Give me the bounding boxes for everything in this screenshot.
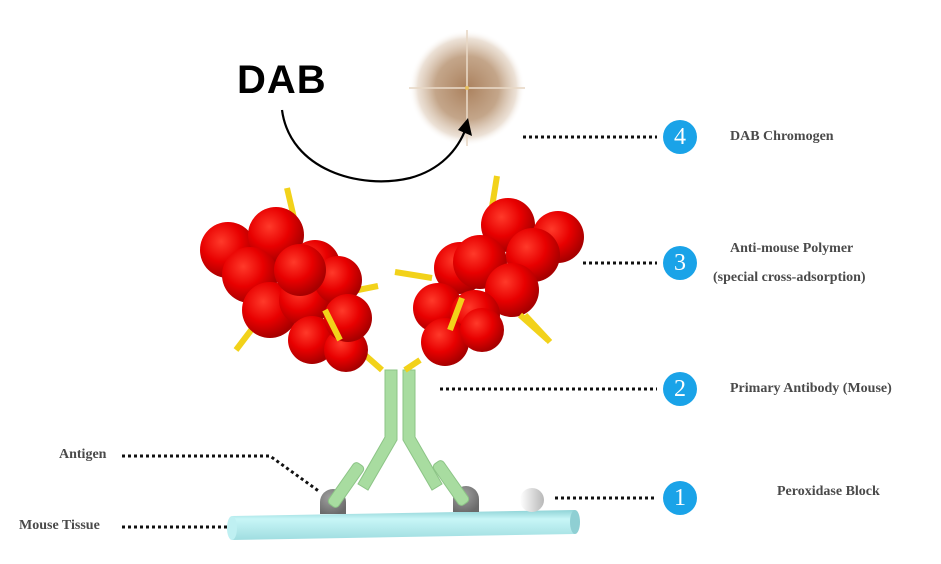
- step-badge-2: 2: [663, 372, 697, 406]
- reaction-arrow-icon: [280, 109, 472, 183]
- anti-mouse-polymer-right-icon: [394, 175, 584, 373]
- leader-lines: [122, 135, 657, 529]
- dab-chromogen-icon: [409, 30, 525, 146]
- anti-mouse-polymer-left-icon: [200, 187, 384, 373]
- primary-antibody-icon: [327, 369, 470, 508]
- dab-title: DAB: [237, 58, 327, 102]
- step-badge-3: 3: [663, 246, 697, 280]
- step-label-primary-antibody: Primary Antibody (Mouse): [730, 381, 892, 396]
- mouse-tissue-icon: [227, 510, 580, 540]
- step-label-anti-mouse-polymer: Anti-mouse Polymer: [730, 241, 854, 256]
- step-label-peroxidase-block: Peroxidase Block: [777, 484, 880, 499]
- step-badge-1: 1: [663, 481, 697, 515]
- mouse-tissue-label: Mouse Tissue: [19, 518, 100, 533]
- step-badge-4: 4: [663, 120, 697, 154]
- antigen-label: Antigen: [59, 447, 107, 462]
- peroxidase-block-icon: [520, 488, 544, 512]
- step-sublabel-cross-adsorption: (special cross-adsorption): [713, 270, 866, 285]
- leader-line-antigen: [122, 454, 321, 494]
- step-label-dab-chromogen: DAB Chromogen: [730, 129, 834, 144]
